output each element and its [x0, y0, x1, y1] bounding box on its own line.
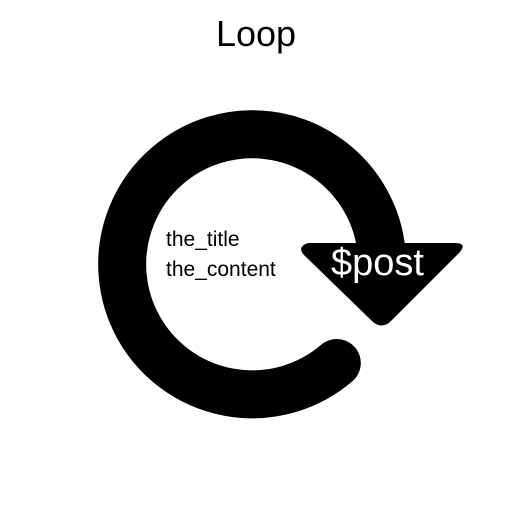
arrow-head — [301, 243, 463, 326]
loop-arc — [98, 110, 406, 419]
inner-line-title: the_title — [166, 228, 240, 251]
loop-body-text: the_title the_content — [166, 225, 276, 285]
diagram-title: Loop — [215, 13, 297, 54]
inner-line-content: the_content — [166, 258, 276, 281]
arrow-label: $post — [331, 242, 424, 284]
